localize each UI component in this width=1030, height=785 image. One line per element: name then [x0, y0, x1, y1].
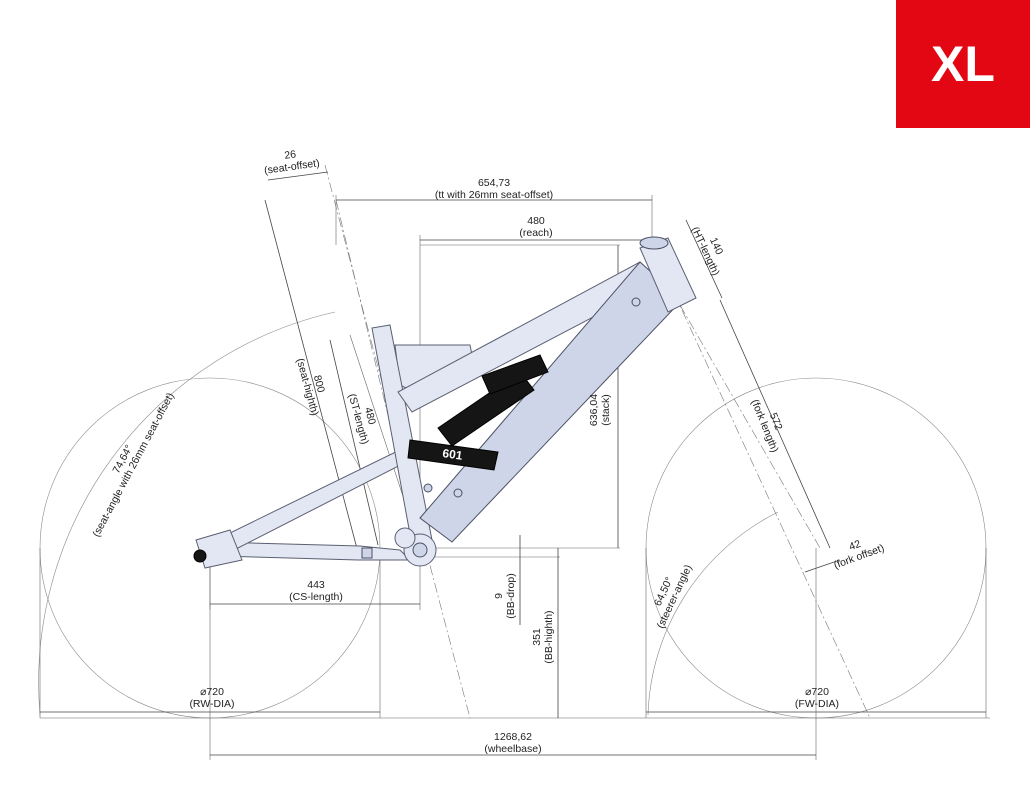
label-rear-wheel: ⌀720 (RW-DIA): [189, 686, 234, 710]
svg-text:(stack): (stack): [600, 394, 612, 426]
label-wheelbase: 1268,62 (wheelbase): [484, 731, 541, 755]
down-tube: [419, 261, 683, 543]
svg-text:480: 480: [527, 215, 545, 227]
svg-text:⌀720: ⌀720: [200, 686, 224, 698]
label-seat-height: 800 (seat-highth): [294, 357, 327, 417]
svg-text:(reach): (reach): [519, 227, 552, 239]
svg-text:(CS-length): (CS-length): [289, 591, 343, 603]
svg-text:(seat-angle with 26mm seat-off: (seat-angle with 26mm seat-offset): [90, 391, 176, 539]
svg-text:480: 480: [362, 406, 378, 426]
fork-length-dim: [719, 299, 831, 549]
svg-text:1268,62: 1268,62: [494, 731, 532, 743]
label-front-wheel: ⌀720 (FW-DIA): [795, 686, 839, 710]
label-top-tube: 654,73 (tt with 26mm seat-offset): [435, 177, 553, 201]
fork-axis: [679, 304, 821, 549]
steerer-angle-arc: [647, 511, 779, 716]
label-head-tube: 140 (HT-length): [689, 225, 726, 278]
frame-bolt-2: [453, 488, 463, 498]
label-seat-offset: 26 (seat-offset): [263, 148, 320, 176]
seat-tube-dim: [329, 339, 379, 546]
seat-offset-dim: [267, 171, 329, 181]
label-reach: 480 (reach): [519, 215, 552, 239]
steering-axis: [651, 244, 871, 719]
rear-axle: [193, 549, 207, 563]
svg-text:800: 800: [311, 374, 327, 394]
shock-reservoir: [481, 354, 549, 395]
seat-height-dim: [264, 199, 361, 561]
svg-text:636,04: 636,04: [588, 394, 600, 426]
seatstay-tube: [210, 444, 421, 549]
svg-text:443: 443: [307, 579, 325, 591]
label-bb-drop: 9 (BB-drop): [493, 573, 517, 619]
svg-text:⌀720: ⌀720: [805, 686, 829, 698]
head-tube-dim: [685, 219, 723, 299]
bb-shell-center: [412, 542, 428, 558]
svg-text:654,73: 654,73: [478, 177, 510, 189]
frame-bolt-3: [423, 483, 433, 493]
label-chainstay: 443 (CS-length): [289, 579, 343, 603]
label-fork-offset: 42 (fork offset): [832, 538, 886, 572]
label-steerer-angle: 64,50° (steerer-angle): [652, 563, 695, 630]
seat-tube-axis: [335, 199, 421, 549]
svg-text:(wheelbase): (wheelbase): [484, 743, 541, 755]
label-bb-height: 351 (BB-highth): [531, 610, 555, 663]
shock-brand-mark: 601: [442, 446, 464, 463]
svg-text:42: 42: [847, 538, 862, 553]
main-pivot: [394, 527, 416, 549]
svg-text:(BB-highth): (BB-highth): [543, 610, 555, 663]
label-seat-tube: 480 (ST-length): [346, 392, 378, 445]
headset-cap: [639, 236, 669, 250]
shock-link-plate: [407, 439, 499, 471]
svg-text:(tt with 26mm seat-offset): (tt with 26mm seat-offset): [435, 189, 553, 201]
label-seat-angle: 74,64° (seat-angle with 26mm seat-offset…: [90, 391, 176, 539]
label-fork-length: 572 (fork length): [749, 398, 785, 454]
seat-angle-line: [324, 164, 471, 719]
svg-text:26: 26: [284, 148, 297, 162]
frame-bolt-1: [631, 297, 641, 307]
seat-angle-arc: [38, 311, 336, 716]
label-stack: 636,04 (stack): [588, 394, 612, 426]
svg-text:351: 351: [531, 628, 543, 646]
svg-text:(BB-drop): (BB-drop): [505, 573, 517, 619]
svg-text:(FW-DIA): (FW-DIA): [795, 698, 839, 710]
cable-guide: [361, 547, 373, 559]
size-badge: XL: [896, 0, 1030, 128]
fork-offset-dim: [804, 559, 841, 573]
svg-text:(RW-DIA): (RW-DIA): [189, 698, 234, 710]
svg-text:9: 9: [493, 593, 505, 599]
